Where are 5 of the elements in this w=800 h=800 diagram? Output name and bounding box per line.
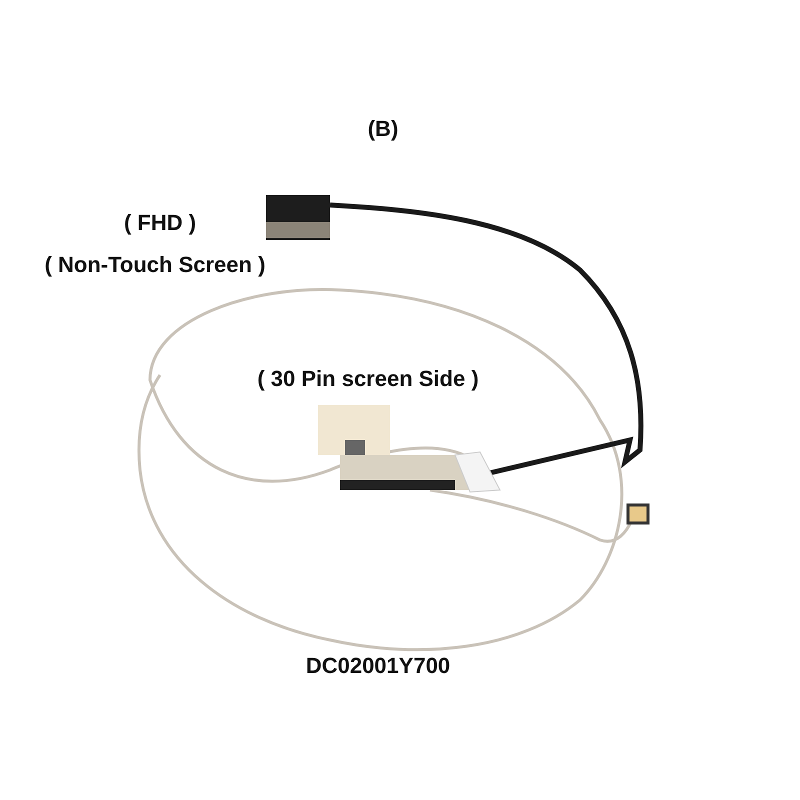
product-label: ( 30 Pin screen Side ) [257, 366, 479, 392]
product-label: ( Non-Touch Screen ) [44, 252, 266, 278]
product-label: DC02001Y700 [306, 653, 450, 679]
product-label: (B) [368, 116, 398, 142]
product-label: ( FHD ) [124, 210, 196, 236]
